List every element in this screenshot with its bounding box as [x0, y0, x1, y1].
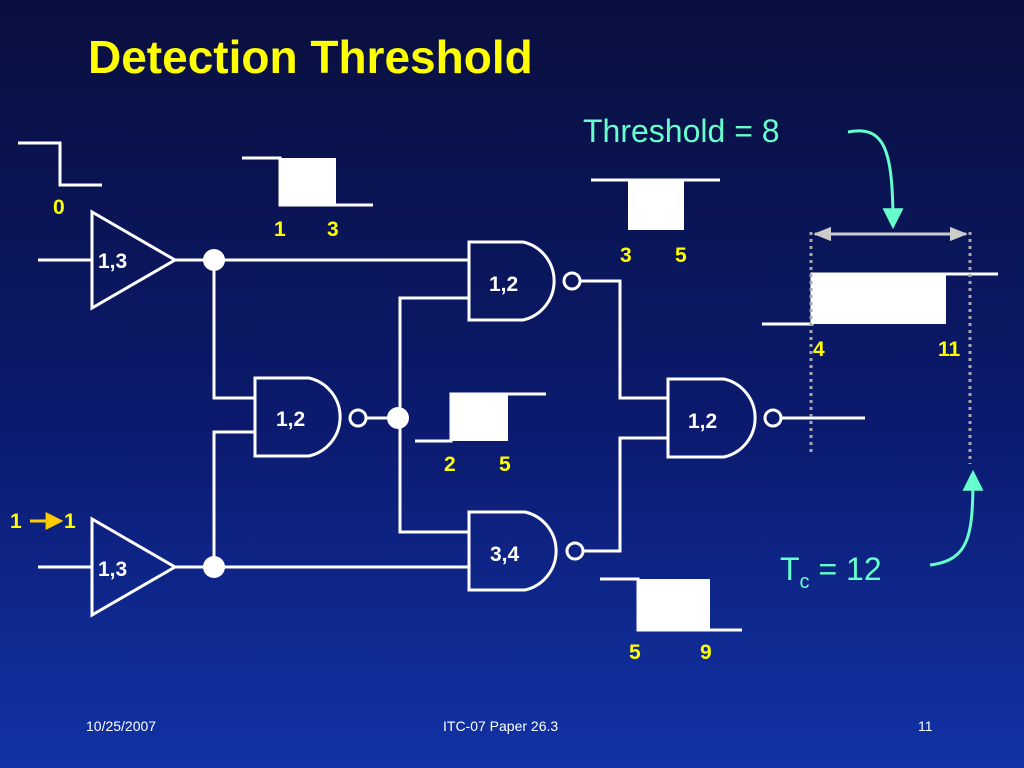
footer-page: 11 [918, 718, 933, 734]
gate-label-nand-top: 1,2 [489, 273, 518, 296]
waveform-label-input-top: 0 [53, 196, 65, 219]
nand-gate-top [467, 240, 556, 322]
buffer-bottom [90, 516, 178, 618]
waveform-label-top-nand-end: 5 [675, 244, 687, 267]
gate-label-buf-top: 1,3 [98, 250, 127, 273]
fanout-dot-bottom [203, 556, 225, 578]
footer-date: 10/25/2007 [86, 718, 157, 734]
nand-bubble-mid [348, 408, 368, 428]
waveform-label-output-start: 4 [813, 338, 825, 361]
waveform-label-input-bottom-to: 1 [64, 510, 76, 533]
gate-label-buf-bottom: 1,3 [98, 558, 127, 581]
waveform-label-top-buffer-start: 1 [274, 218, 286, 241]
nand-bubble-output [763, 408, 783, 428]
tc-label: Tc = 12 [780, 551, 882, 593]
threshold-curve-arrow [847, 129, 904, 230]
pulse-top-buffer [280, 158, 336, 205]
fanout-dot-mid [387, 407, 409, 429]
nand-gate-mid [253, 376, 342, 458]
fanout-dot-top [203, 249, 225, 271]
buffer-top [90, 209, 178, 311]
pulse-output [812, 274, 946, 324]
tc-value: = 12 [810, 551, 882, 587]
waveform-label-bottom-nand-start: 5 [629, 641, 641, 664]
nand-bubble-top [562, 271, 582, 291]
slide-title: Detection Threshold [88, 31, 533, 83]
footer-paper: ITC-07 Paper 26.3 [443, 718, 559, 734]
pulse-mid-nand [451, 394, 508, 441]
nand-gate-bottom [467, 510, 558, 592]
tc-subscript: c [800, 571, 810, 593]
waveform-label-output-end: 11 [938, 338, 961, 361]
waveform-label-bottom-nand-end: 9 [700, 641, 712, 664]
threshold-label: Threshold = 8 [583, 113, 780, 149]
pulse-top-nand [628, 180, 684, 230]
gate-label-nand-bottom: 3,4 [490, 543, 520, 566]
tc-curve-arrow [929, 469, 984, 567]
waveform-label-mid-nand-end: 5 [499, 453, 511, 476]
waveform-label-top-nand-start: 3 [620, 244, 632, 267]
waveform-input-top [18, 141, 102, 187]
waveform-label-mid-nand-start: 2 [444, 453, 456, 476]
pulse-bottom-nand [638, 579, 710, 630]
tc-main: T [780, 551, 800, 587]
waveform-label-top-buffer-end: 3 [327, 218, 339, 241]
nand-gate-output [666, 377, 757, 459]
gate-label-nand-output: 1,2 [688, 410, 717, 433]
waveform-label-input-bottom-from: 1 [10, 510, 22, 533]
nand-bubble-bottom [565, 541, 585, 561]
gate-label-nand-mid: 1,2 [276, 408, 305, 431]
